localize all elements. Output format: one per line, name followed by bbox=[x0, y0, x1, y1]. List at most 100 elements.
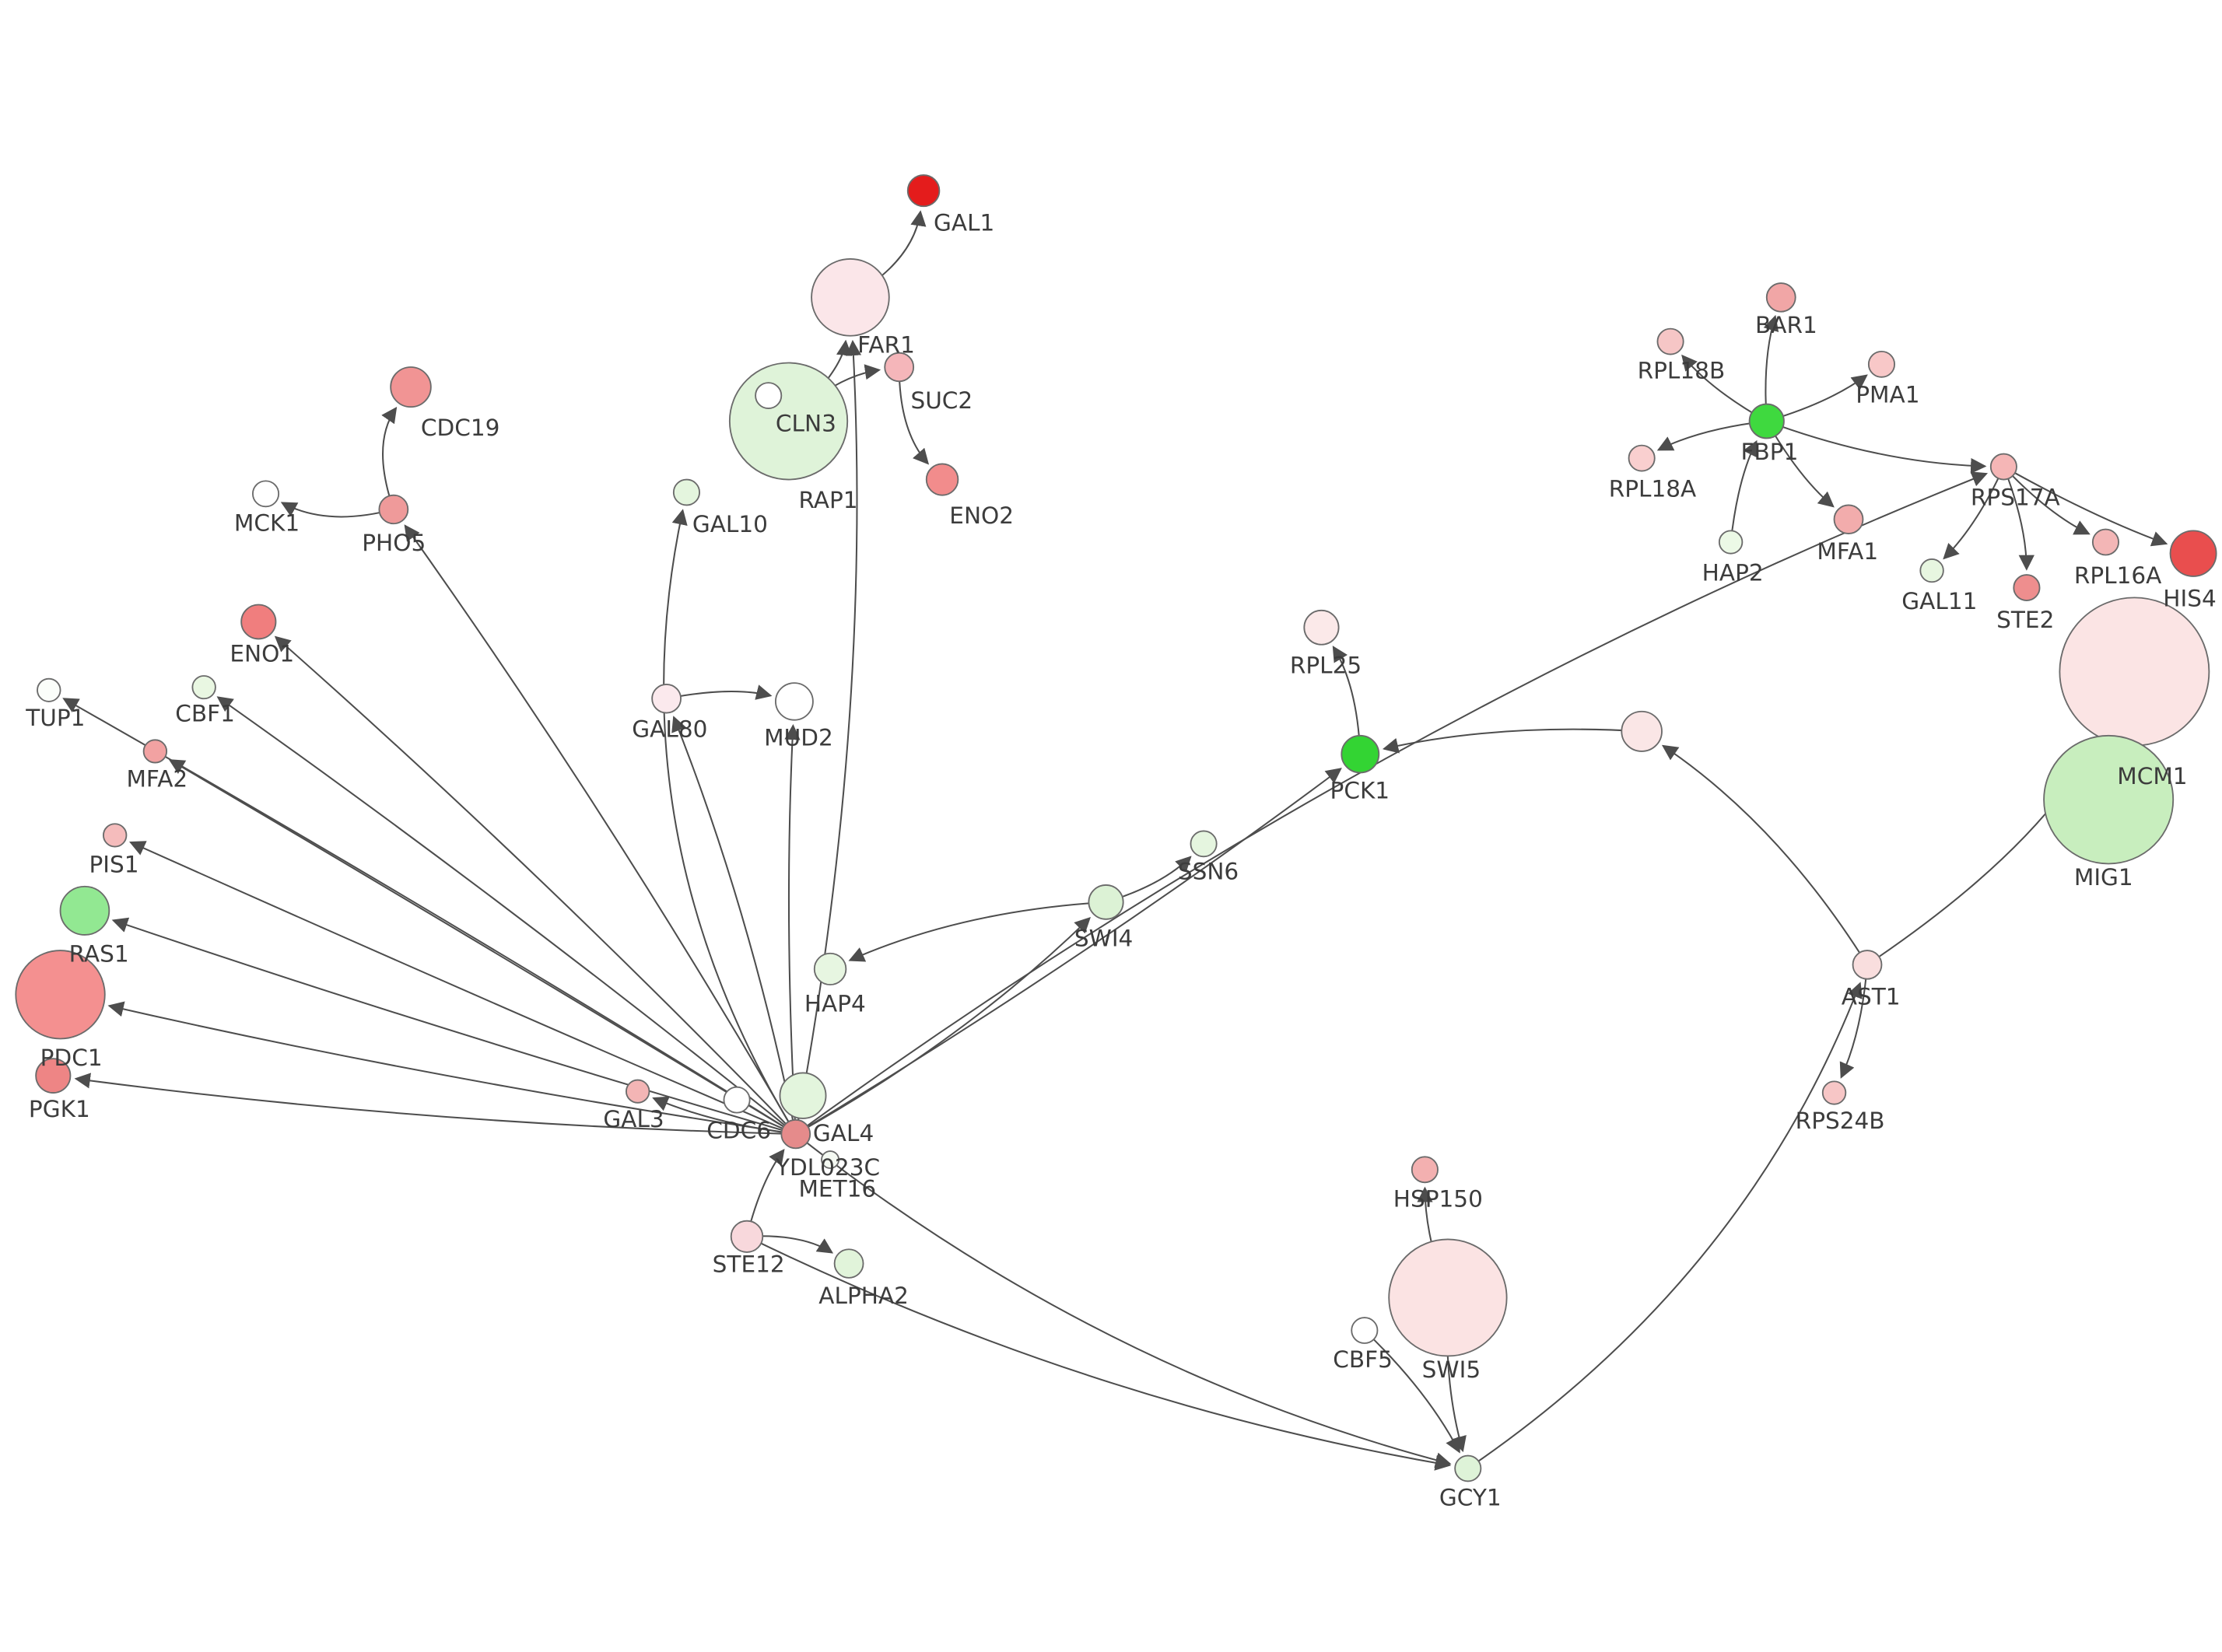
edge-gal4-to-gal3[interactable] bbox=[652, 1096, 796, 1136]
node-cbf1[interactable] bbox=[191, 675, 216, 700]
node-mud2[interactable] bbox=[775, 682, 814, 721]
node-pdc1[interactable] bbox=[15, 950, 106, 1040]
node-tup1[interactable] bbox=[37, 677, 61, 702]
node-unnamed[interactable] bbox=[1621, 710, 1663, 752]
edge-rps17a-to-rpl16a[interactable] bbox=[2003, 466, 2091, 535]
edge-gcy1-to-ast1[interactable] bbox=[1467, 982, 1863, 1469]
edge-gal4-to-pho5[interactable] bbox=[404, 524, 797, 1135]
edge-gal4-to-gal10[interactable] bbox=[663, 509, 797, 1135]
edge-hap2-to-fbp1[interactable] bbox=[1730, 439, 1758, 543]
node-mck1[interactable] bbox=[252, 480, 280, 508]
node-hap2[interactable] bbox=[1718, 530, 1744, 555]
node-eno2[interactable] bbox=[925, 463, 959, 496]
node-cdc6[interactable] bbox=[723, 1086, 751, 1114]
node-label-pgk1: PGK1 bbox=[29, 1096, 90, 1122]
node-rpl25[interactable] bbox=[1303, 609, 1340, 646]
edge-gal4-to-gal80[interactable] bbox=[671, 716, 797, 1135]
node-hsp150[interactable] bbox=[1411, 1156, 1439, 1184]
node-cdc19[interactable] bbox=[390, 366, 432, 408]
node-gal11[interactable] bbox=[1919, 558, 1944, 583]
edge-cbf5-to-gcy1[interactable] bbox=[1364, 1329, 1460, 1454]
node-label-pma1: PMA1 bbox=[1856, 382, 1919, 408]
edge-gal4-to-mfa2[interactable] bbox=[168, 759, 797, 1135]
edge-rps17a-to-his4[interactable] bbox=[2003, 466, 2168, 547]
node-fbp1[interactable] bbox=[1748, 403, 1785, 439]
node-rps24b[interactable] bbox=[1821, 1080, 1847, 1105]
edge-gal4-to-eno1[interactable] bbox=[274, 635, 797, 1135]
node-ste2[interactable] bbox=[2013, 574, 2041, 601]
node-mfa1[interactable] bbox=[1833, 504, 1864, 534]
node-gal3[interactable] bbox=[626, 1079, 650, 1104]
node-hap4[interactable] bbox=[813, 952, 847, 985]
edge-fbp1-to-rps17a[interactable] bbox=[1766, 420, 1987, 474]
node-label-gal1: GAL1 bbox=[934, 209, 994, 236]
node-cln3[interactable] bbox=[755, 382, 783, 409]
edge-gal4-to-pgk1[interactable] bbox=[74, 1073, 796, 1136]
node-gal1[interactable] bbox=[906, 174, 941, 208]
node-label-gcy1: GCY1 bbox=[1439, 1485, 1502, 1511]
edge-ast1-to-rps24b[interactable] bbox=[1839, 964, 1869, 1079]
node-pgk1[interactable] bbox=[35, 1058, 72, 1094]
edge-gal4-to-swi4[interactable] bbox=[795, 917, 1091, 1135]
node-gal80[interactable] bbox=[651, 684, 682, 714]
node-mig1[interactable] bbox=[2043, 734, 2175, 865]
node-pho5[interactable] bbox=[378, 494, 409, 525]
edge-suc2-to-eno2[interactable] bbox=[898, 366, 930, 465]
node-rpl16a[interactable] bbox=[2091, 528, 2119, 556]
node-gcy1[interactable] bbox=[1454, 1454, 1482, 1482]
node-gal4[interactable] bbox=[780, 1118, 811, 1150]
node-label-met16: MET16 bbox=[798, 1176, 876, 1202]
edge-gal4-to-pdc1[interactable] bbox=[107, 1001, 796, 1136]
edge-rps17a-to-gal11[interactable] bbox=[1943, 466, 2005, 560]
node-ast1[interactable] bbox=[1852, 950, 1883, 980]
edge-ste12-to-gcy1[interactable] bbox=[746, 1235, 1452, 1471]
edge-gal4-to-rps17a[interactable] bbox=[795, 471, 1989, 1135]
node-label-his4: HIS4 bbox=[2163, 585, 2216, 611]
node-pck1[interactable] bbox=[1341, 734, 1380, 774]
node-label-pck1: PCK1 bbox=[1330, 777, 1390, 803]
node-met16[interactable] bbox=[821, 1150, 840, 1169]
edge-ast1-to-unnamed[interactable] bbox=[1661, 744, 1868, 965]
node-ste12[interactable] bbox=[730, 1220, 764, 1253]
node-swi4[interactable] bbox=[1088, 884, 1124, 920]
node-rpl18a[interactable] bbox=[1628, 444, 1656, 472]
node-alpha2[interactable] bbox=[833, 1248, 864, 1279]
edge-gal4-to-far1[interactable] bbox=[794, 339, 862, 1135]
edge-unnamed-to-pck1[interactable] bbox=[1382, 728, 1642, 754]
node-ydl023c[interactable] bbox=[779, 1072, 827, 1119]
node-label-mig1: MIG1 bbox=[2074, 864, 2133, 891]
node-ras1[interactable] bbox=[59, 885, 110, 936]
edge-gal4-to-pck1[interactable] bbox=[795, 768, 1342, 1135]
node-rpl18b[interactable] bbox=[1656, 327, 1684, 355]
node-label-hap4: HAP4 bbox=[804, 991, 866, 1017]
edge-rps17a-to-ste2[interactable] bbox=[2003, 466, 2034, 571]
node-ssn6[interactable] bbox=[1190, 830, 1218, 858]
edge-pho5-to-mck1[interactable] bbox=[280, 502, 394, 518]
edge-gal4-to-gcy1[interactable] bbox=[795, 1133, 1452, 1468]
node-pma1[interactable] bbox=[1867, 350, 1895, 378]
node-far1[interactable] bbox=[811, 258, 890, 337]
edge-swi4-to-hap4[interactable] bbox=[848, 901, 1106, 962]
edge-gal4-to-tup1[interactable] bbox=[62, 698, 797, 1135]
edge-gal80-to-mud2[interactable] bbox=[666, 684, 773, 700]
node-cbf5[interactable] bbox=[1351, 1317, 1379, 1344]
edge-gal4-to-ras1[interactable] bbox=[111, 917, 797, 1136]
node-suc2[interactable] bbox=[884, 352, 915, 383]
node-his4[interactable] bbox=[2169, 530, 2217, 577]
edge-pho5-to-cdc19[interactable] bbox=[381, 406, 398, 510]
node-swi5[interactable] bbox=[1388, 1238, 1508, 1357]
node-gal10[interactable] bbox=[672, 478, 701, 506]
edge-gal4-to-mud2[interactable] bbox=[784, 723, 801, 1135]
node-mcm1[interactable] bbox=[2059, 597, 2210, 747]
node-eno1[interactable] bbox=[240, 604, 277, 640]
edge-gal4-to-cbf1[interactable] bbox=[216, 696, 797, 1135]
node-rps17a[interactable] bbox=[1989, 453, 2017, 481]
edge-layer bbox=[62, 210, 2168, 1471]
node-label-gal4: GAL4 bbox=[813, 1120, 874, 1146]
node-mfa2[interactable] bbox=[142, 739, 168, 764]
node-pis1[interactable] bbox=[103, 823, 128, 848]
node-label-rps17a: RPS17A bbox=[1971, 485, 2060, 511]
node-bar1[interactable] bbox=[1765, 282, 1796, 313]
edge-gal4-to-pis1[interactable] bbox=[129, 841, 797, 1136]
